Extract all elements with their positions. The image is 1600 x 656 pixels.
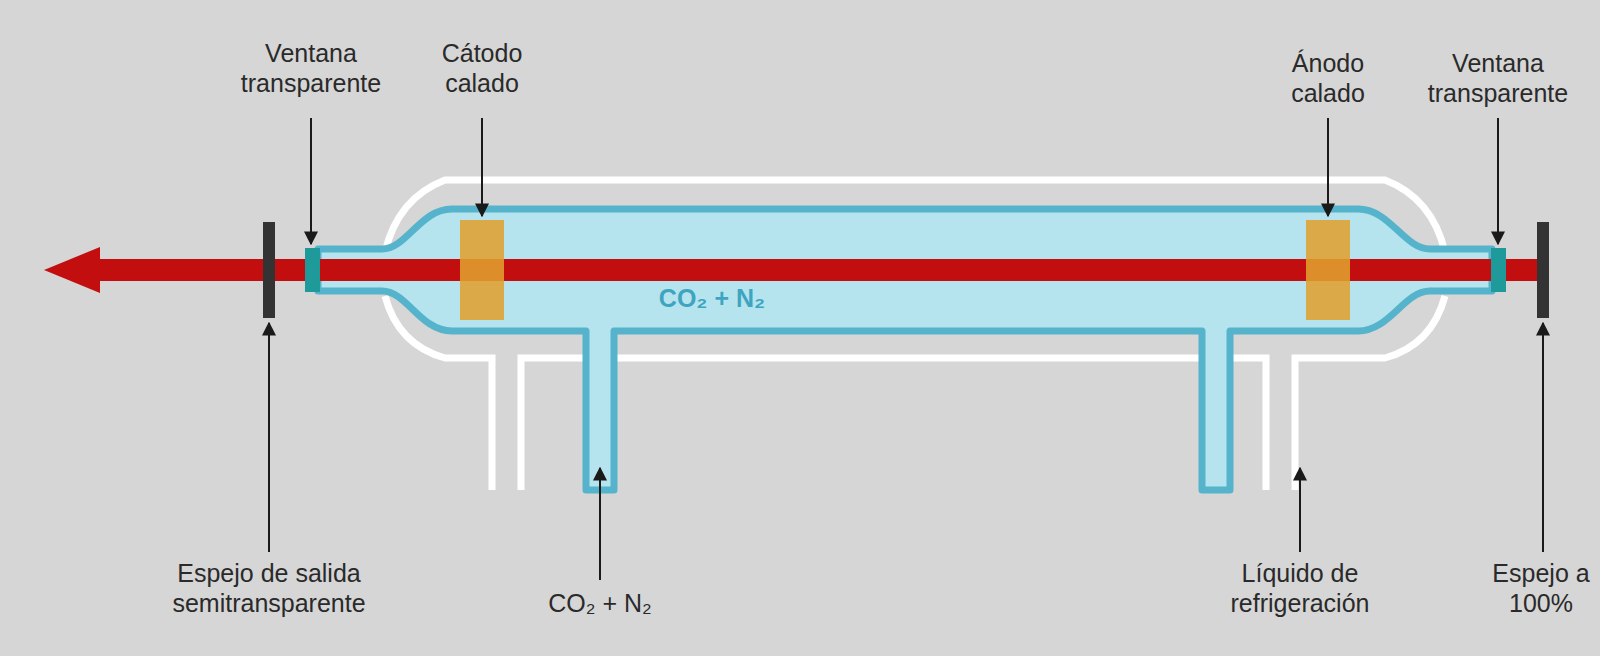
window [305,248,320,292]
gas-label: CO₂ + N₂ [659,283,765,313]
part-label: Espejo de salida semitransparente [134,558,404,618]
part-label: Líquido de refrigeración [1200,558,1400,618]
leader-line [599,468,601,580]
leader-line [1542,323,1544,552]
leader-line [310,118,312,244]
part-label: Ánodo calado [1253,48,1403,108]
gas-tube [318,209,1492,490]
leader-line [1327,118,1329,216]
part-label: Ventana transparente [216,38,406,98]
leader-line [268,323,270,552]
leader-line [481,118,483,216]
part-label: Ventana transparente [1403,48,1593,108]
gas-label: CO₂ + N₂ [548,588,651,618]
rear-mirror [1537,222,1549,318]
output-mirror [263,222,275,318]
part-label: Espejo a 100% [1486,558,1596,618]
leader-line [1497,118,1499,244]
cathode [460,220,504,320]
window [1491,248,1506,292]
part-label: Cátodo calado [407,38,557,98]
beam-arrowhead [44,247,100,293]
leader-line [1299,468,1301,552]
anode [1306,220,1350,320]
